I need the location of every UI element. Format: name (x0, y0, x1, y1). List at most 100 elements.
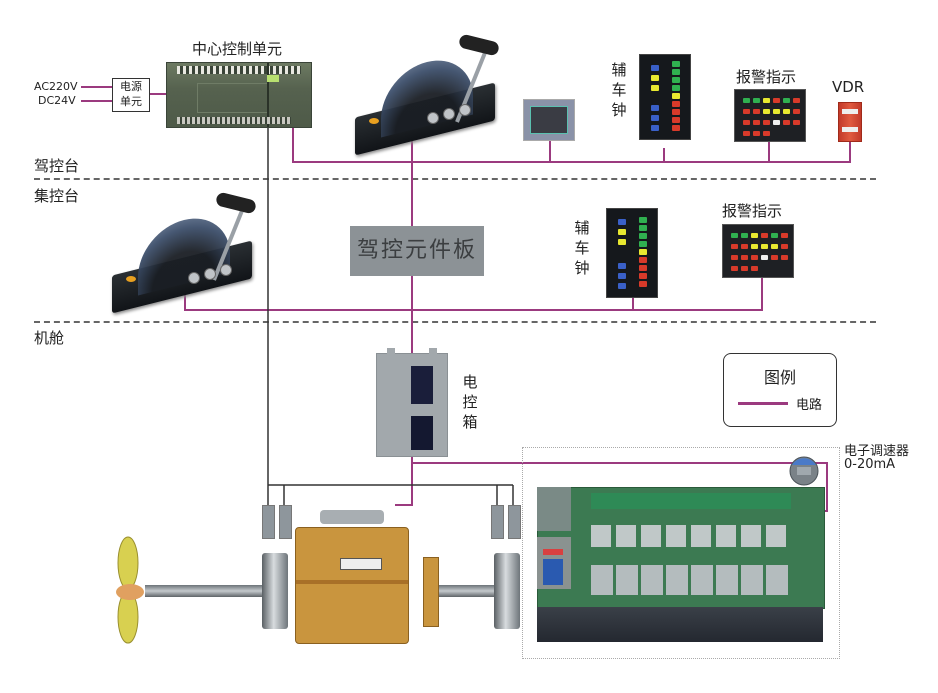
intermediate-shaft (436, 585, 496, 597)
electronic-governor-icon (789, 456, 819, 486)
alarm-indicator-icon (753, 120, 760, 125)
alarm-indicator-icon (741, 266, 748, 271)
central-control-unit-label: 中心控制单元 (192, 40, 283, 58)
speed-sensor (262, 505, 275, 539)
bridge-telegraph-panel (639, 54, 691, 140)
alarm-indicator-icon (793, 120, 800, 125)
bridge-throttle-lever (355, 33, 505, 156)
governor-boundary (522, 447, 840, 659)
wire-ecr-bus (184, 276, 763, 311)
engine-control-keypad (537, 487, 571, 531)
speed-sensor (491, 505, 504, 539)
power-supply-unit: 电源 单元 (112, 78, 150, 112)
alarm-indicator-icon (771, 255, 778, 260)
engine-local-panel (537, 537, 571, 589)
alarm-indicator-icon (761, 233, 768, 238)
legend-circuit-line (738, 402, 788, 405)
alarm-indicator-icon (761, 255, 768, 260)
gearbox (295, 527, 409, 644)
propeller-shaft (145, 585, 265, 597)
psu-label-line2: 单元 (120, 95, 142, 108)
electric-control-box-label: 电控箱 (462, 373, 478, 431)
zone-divider-bridge-ecr (34, 178, 876, 180)
coupling-flange (423, 557, 439, 627)
alarm-indicator-icon (773, 98, 780, 103)
signal-lines (267, 126, 514, 505)
alarm-indicator-icon (731, 233, 738, 238)
zone-label-bridge: 驾控台 (34, 157, 80, 175)
input-label-ac220v: AC220V (34, 80, 78, 93)
bridge-alarm-label: 报警指示 (736, 68, 797, 86)
speed-sensor (279, 505, 292, 539)
alarm-indicator-icon (743, 131, 750, 136)
alarm-indicator-icon (743, 120, 750, 125)
alarm-indicator-icon (731, 244, 738, 249)
flywheel (494, 553, 520, 629)
main-engine (537, 487, 825, 642)
bridge-element-panel: 驾控元件板 (350, 226, 484, 276)
alarm-indicator-icon (763, 109, 770, 114)
bridge-alarm-panel (734, 89, 806, 142)
alarm-indicator-icon (743, 109, 750, 114)
alarm-indicator-icon (743, 98, 750, 103)
alarm-indicator-icon (763, 131, 770, 136)
ecr-alarm-panel (722, 224, 794, 278)
alarm-indicator-icon (781, 244, 788, 249)
alarm-indicator-icon (741, 244, 748, 249)
ecr-alarm-label: 报警指示 (722, 202, 783, 220)
ecr-throttle-lever (112, 191, 262, 314)
alarm-indicator-icon (751, 255, 758, 260)
vdr-label: VDR (832, 78, 865, 96)
alarm-indicator-icon (783, 120, 790, 125)
alarm-indicator-icon (783, 109, 790, 114)
alarm-indicator-icon (771, 244, 778, 249)
alarm-indicator-icon (793, 98, 800, 103)
gearbox-cover (320, 510, 384, 524)
legend-circuit-label: 电路 (796, 398, 823, 413)
alarm-indicator-icon (753, 131, 760, 136)
alarm-indicator-icon (751, 233, 758, 238)
alarm-indicator-icon (763, 98, 770, 103)
vdr-unit (838, 102, 862, 142)
governor-signal-range: 0-20mA (844, 457, 896, 472)
circuit-lines (81, 86, 851, 512)
governor-label: 电子调速器 (844, 444, 910, 459)
alarm-indicator-icon (753, 98, 760, 103)
wire-bridge-bus (292, 126, 851, 163)
alarm-indicator-icon (773, 109, 780, 114)
alarm-indicator-icon (741, 255, 748, 260)
legend-title: 图例 (763, 368, 796, 387)
alarm-indicator-icon (793, 109, 800, 114)
zone-divider-ecr-engine-room (34, 321, 876, 323)
bridge-touch-display (523, 99, 575, 141)
legend: 图例 电路 (723, 353, 837, 427)
alarm-indicator-icon (761, 244, 768, 249)
alarm-indicator-icon (771, 233, 778, 238)
alarm-indicator-icon (741, 233, 748, 238)
zone-label-ecr: 集控台 (34, 187, 80, 205)
alarm-indicator-icon (751, 244, 758, 249)
alarm-indicator-icon (773, 120, 780, 125)
flywheel (262, 553, 288, 629)
central-control-unit (166, 62, 312, 128)
ecr-telegraph-label: 辅车钟 (574, 219, 590, 277)
psu-label-line1: 电源 (120, 80, 142, 93)
propeller-icon (116, 536, 144, 644)
zone-label-engine-room: 机舱 (34, 329, 65, 347)
alarm-indicator-icon (783, 98, 790, 103)
alarm-indicator-icon (731, 255, 738, 260)
alarm-indicator-icon (763, 120, 770, 125)
alarm-indicator-icon (751, 266, 758, 271)
speed-sensor (508, 505, 521, 539)
ecr-telegraph-panel (606, 208, 658, 298)
bridge-telegraph-label: 辅车钟 (611, 61, 627, 119)
alarm-indicator-icon (753, 109, 760, 114)
alarm-indicator-icon (731, 266, 738, 271)
status-led-icon (267, 75, 279, 82)
input-label-dc24v: DC24V (38, 94, 76, 107)
alarm-indicator-icon (781, 255, 788, 260)
electric-control-box (376, 348, 448, 457)
wire-box-engine (395, 455, 413, 506)
alarm-indicator-icon (781, 233, 788, 238)
